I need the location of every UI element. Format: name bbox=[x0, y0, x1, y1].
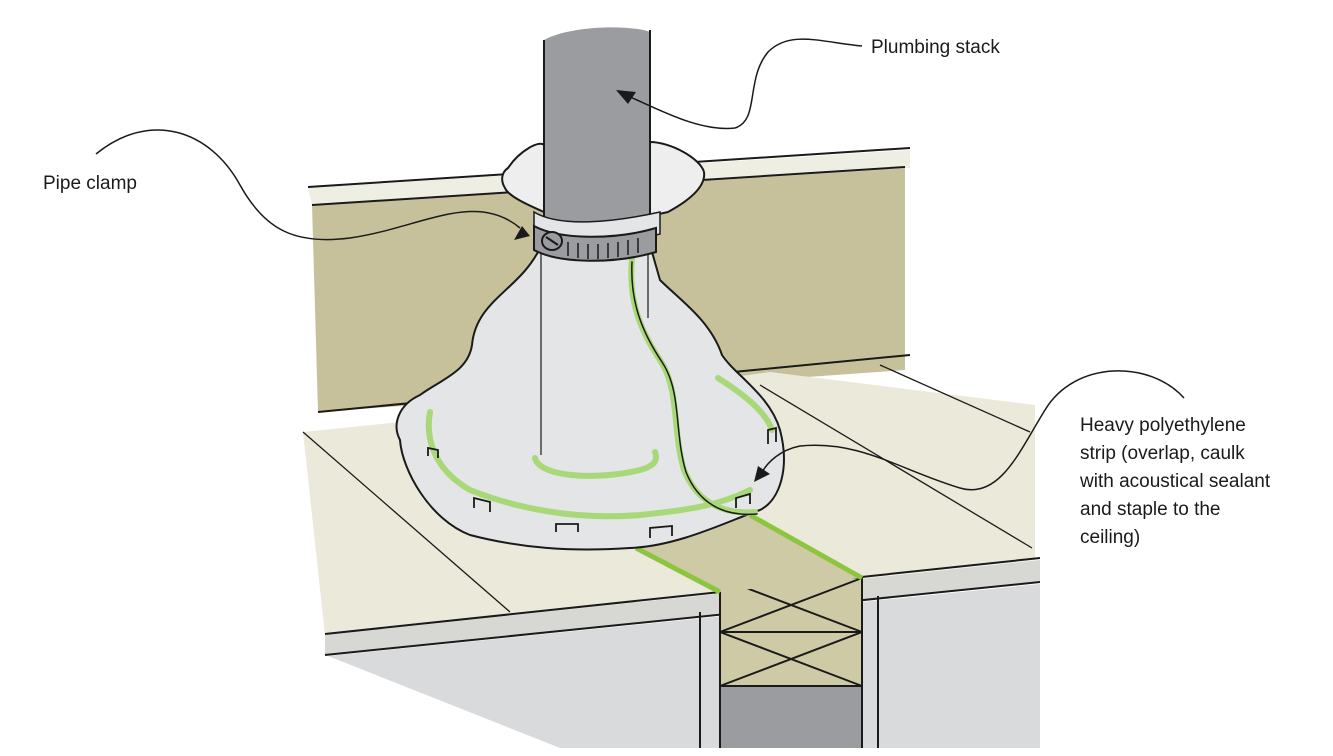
label-polyethylene-strip: Heavy polyethylene strip (overlap, caulk… bbox=[1080, 412, 1320, 552]
joist bbox=[719, 577, 863, 748]
label-strip-line: ceiling) bbox=[1080, 527, 1141, 548]
leader-pipe-clamp bbox=[95, 129, 530, 241]
label-pipe-clamp: Pipe clamp bbox=[43, 173, 137, 194]
leader-plumbing-stack bbox=[616, 38, 863, 130]
plumbing-stack bbox=[543, 27, 651, 232]
label-strip-line: Heavy polyethylene bbox=[1080, 415, 1246, 436]
pipe-clamp bbox=[533, 224, 657, 262]
label-plumbing-stack: Plumbing stack bbox=[871, 37, 1000, 58]
staples bbox=[427, 426, 777, 538]
sealant-bead bbox=[425, 255, 775, 520]
leader-poly-strip bbox=[754, 370, 1185, 491]
label-strip-line: with acoustical sealant bbox=[1080, 471, 1271, 492]
label-strip-line: and staple to the bbox=[1080, 499, 1221, 520]
label-strip-line: strip (overlap, caulk bbox=[1080, 443, 1245, 464]
